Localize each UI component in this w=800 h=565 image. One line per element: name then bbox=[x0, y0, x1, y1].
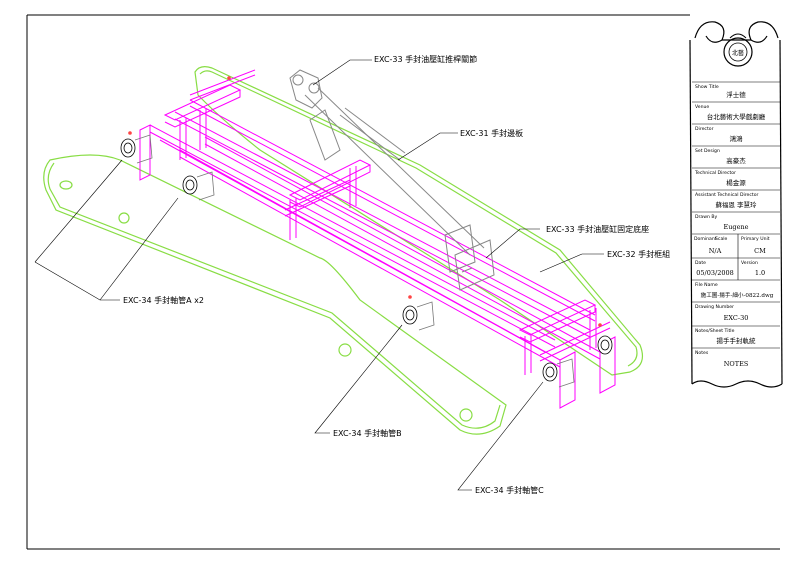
callout-exc32-frame: EXC-32 手封框組 bbox=[607, 249, 670, 259]
venue-label: Venue bbox=[695, 104, 709, 110]
leader-lines bbox=[34, 59, 604, 491]
file-name: 施工圖-揚手-細小-0822.dwg bbox=[701, 291, 774, 299]
drawn-by: Eugene bbox=[724, 223, 749, 231]
title-block: 北藝 Show Title 浮士德 Venue 台北藝術大學戲劇廳 Direct… bbox=[689, 21, 783, 388]
technical-director: 楊金源 bbox=[726, 178, 746, 187]
director: 鴻鴻 bbox=[730, 134, 744, 143]
venue: 台北藝術大學戲劇廳 bbox=[707, 112, 766, 121]
svg-text:北藝: 北藝 bbox=[732, 49, 744, 57]
unit: CM bbox=[754, 247, 766, 255]
director-label: Director bbox=[695, 126, 714, 132]
drawing-number: EXC-30 bbox=[724, 314, 749, 322]
logo-seal: 北藝 bbox=[723, 33, 753, 67]
callout-exc34-axle-b: EXC-34 手封軸管B bbox=[333, 428, 402, 438]
hydraulic-cylinder bbox=[289, 69, 495, 291]
side-plate-front bbox=[43, 154, 507, 435]
callout-exc33-joint: EXC-33 手封油壓缸推桿關節 bbox=[374, 54, 477, 64]
assistant-td-label: Assistant Technical Director bbox=[695, 192, 759, 198]
show-title-label: Show Title bbox=[695, 84, 719, 90]
bushing-collars bbox=[134, 134, 575, 388]
scale: N/A bbox=[709, 247, 722, 255]
version-label: Version bbox=[741, 260, 758, 266]
notes-label: Notes bbox=[695, 350, 709, 356]
set-design-label: Set Design bbox=[695, 148, 720, 154]
notes: NOTES bbox=[724, 360, 749, 368]
version: 1.0 bbox=[755, 269, 765, 277]
date: 05/03/2008 bbox=[696, 269, 733, 277]
drawn-by-label: Drawn By bbox=[695, 214, 718, 220]
set-design: 高豪杰 bbox=[726, 156, 746, 165]
callout-exc33-base: EXC-33 手封油壓缸固定底座 bbox=[546, 224, 649, 234]
axle-bushings bbox=[120, 138, 613, 382]
sheet-border bbox=[26, 14, 780, 550]
sheet-title-label: Notes/Sheet Title bbox=[695, 328, 735, 334]
drawing-number-label: Drawing Number bbox=[695, 304, 734, 310]
date-label: Date bbox=[695, 260, 706, 266]
unit-label: Primary Unit bbox=[741, 236, 770, 242]
sheet-title: 揚手手封軌統 bbox=[717, 336, 757, 345]
callout-exc31-side-plate: EXC-31 手封邊板 bbox=[460, 128, 523, 138]
callout-exc34-axle-a: EXC-34 手封軸管A x2 bbox=[123, 295, 204, 305]
red-markers bbox=[128, 76, 602, 327]
show-title: 浮士德 bbox=[726, 90, 746, 99]
callout-exc34-axle-c: EXC-34 手封軸管C bbox=[475, 485, 544, 495]
scroll-ornament bbox=[689, 21, 783, 388]
scale-label-b: Scale bbox=[715, 236, 728, 242]
side-plate-back bbox=[194, 66, 643, 376]
file-label: File Name bbox=[695, 282, 718, 288]
technical-director-label: Technical Director bbox=[694, 170, 736, 176]
main-frame bbox=[139, 69, 616, 409]
scale-label-a: Dominant bbox=[694, 236, 717, 242]
assistant-td: 蘇福恩 李慧玲 bbox=[715, 200, 757, 209]
